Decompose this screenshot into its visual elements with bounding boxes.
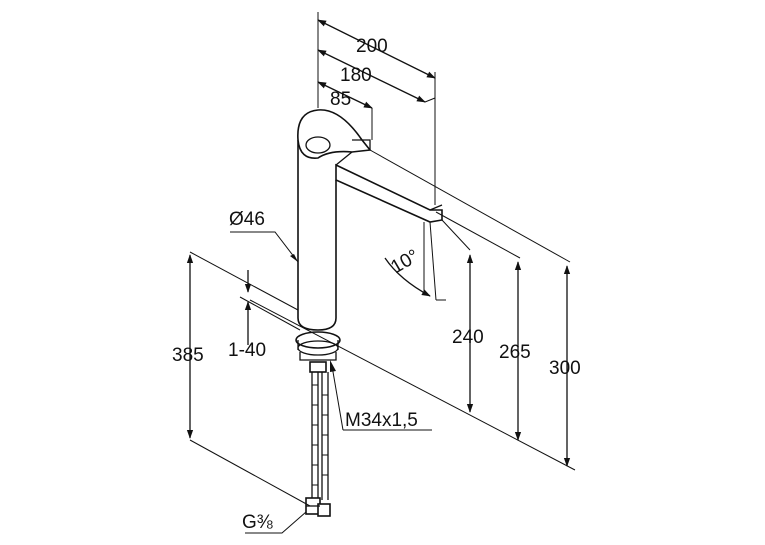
dimension-lines: [186, 12, 576, 534]
dim-adjust-label: 1-40: [228, 340, 266, 361]
dim-angle-label: 10°: [387, 246, 422, 279]
dim-85-label: 85: [330, 89, 351, 110]
dim-diameter-label: Ø46: [229, 209, 265, 230]
bottom-connectors: [305, 497, 331, 517]
dim-200-label: 200: [356, 36, 388, 57]
mounting-base: [295, 331, 341, 373]
supply-hoses: [311, 372, 329, 500]
dim-240-label: 240: [452, 327, 484, 348]
dim-265-label: 265: [499, 342, 531, 363]
dim-300-label: 300: [549, 358, 581, 379]
thread-mount-label: M34x1,5: [345, 410, 418, 431]
faucet-body: [297, 109, 443, 331]
dim-385-label: 385: [172, 345, 204, 366]
thread-connection-label: G⅜: [242, 512, 273, 533]
dim-180-label: 180: [340, 65, 372, 86]
